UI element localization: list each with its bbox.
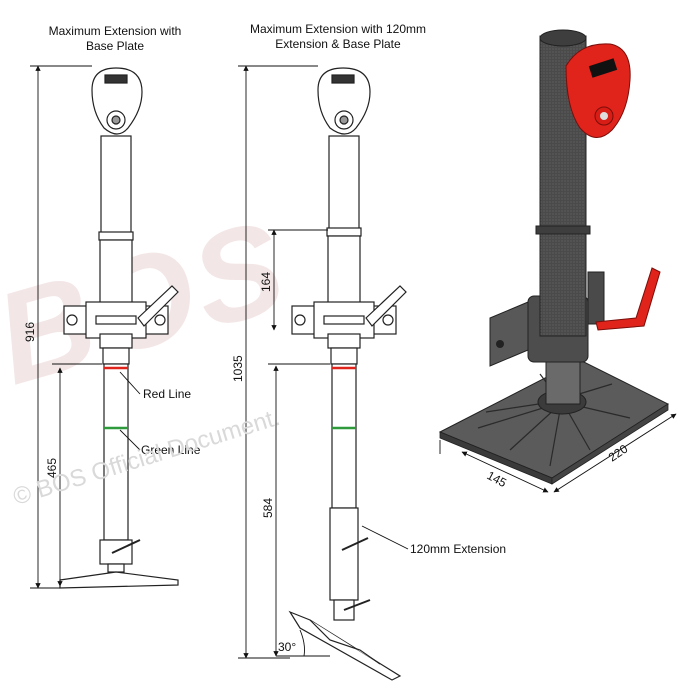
dim-middle-lower: 584 — [261, 498, 275, 518]
left-dimensions — [30, 65, 102, 589]
green-line-callout: Green Line — [141, 443, 201, 457]
middle-diagram-title: Maximum Extension with 120mm Extension &… — [249, 22, 427, 51]
render-3d — [438, 29, 670, 485]
left-jack-drawing — [59, 67, 179, 589]
dim-left-total: 916 — [23, 322, 37, 342]
dim-plate-width: 145 — [485, 468, 510, 490]
red-line-callout: Red Line — [143, 387, 192, 401]
middle-jack-drawing — [288, 67, 407, 681]
dim-middle-upper: 164 — [259, 272, 273, 292]
middle-dimensions — [238, 65, 330, 659]
dim-angle: 30° — [278, 640, 296, 654]
render-dimensions — [439, 413, 677, 493]
dim-middle-total: 1035 — [231, 355, 245, 382]
dim-left-lower: 465 — [45, 458, 59, 478]
callout-leaders — [119, 371, 409, 550]
left-diagram-title: Maximum Extension with Base Plate — [48, 24, 182, 53]
extension-callout: 120mm Extension — [410, 542, 507, 556]
